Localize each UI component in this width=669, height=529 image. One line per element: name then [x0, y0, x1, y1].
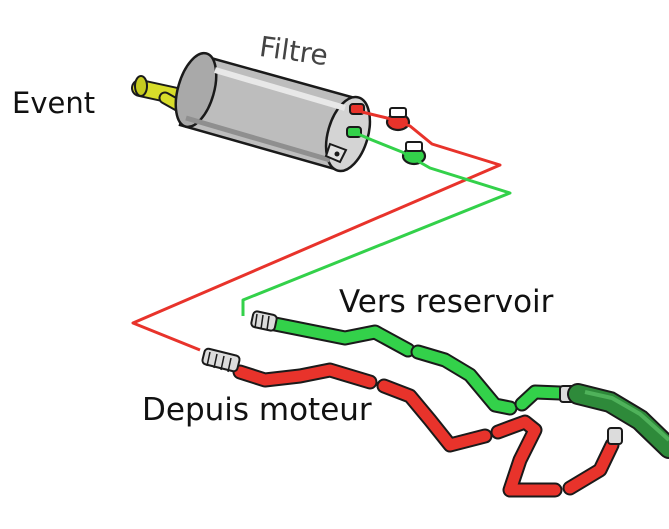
filter-canister: [174, 51, 372, 173]
red-hose-clamp: [385, 107, 411, 132]
vers-reservoir-label: Vers reservoir: [339, 284, 554, 320]
green-hose-clamp: [401, 141, 427, 166]
green-hose-vers-reservoir: [250, 310, 581, 416]
red-hose-depuis-moteur: [201, 347, 623, 498]
depuis-moteur-label: Depuis moteur: [142, 392, 372, 428]
red-route-line: [131, 110, 502, 352]
event-label: Event: [12, 86, 96, 120]
reservoir-hose: [567, 383, 669, 459]
canister-nozzles: [346, 103, 365, 138]
green-route-line: [241, 132, 512, 316]
